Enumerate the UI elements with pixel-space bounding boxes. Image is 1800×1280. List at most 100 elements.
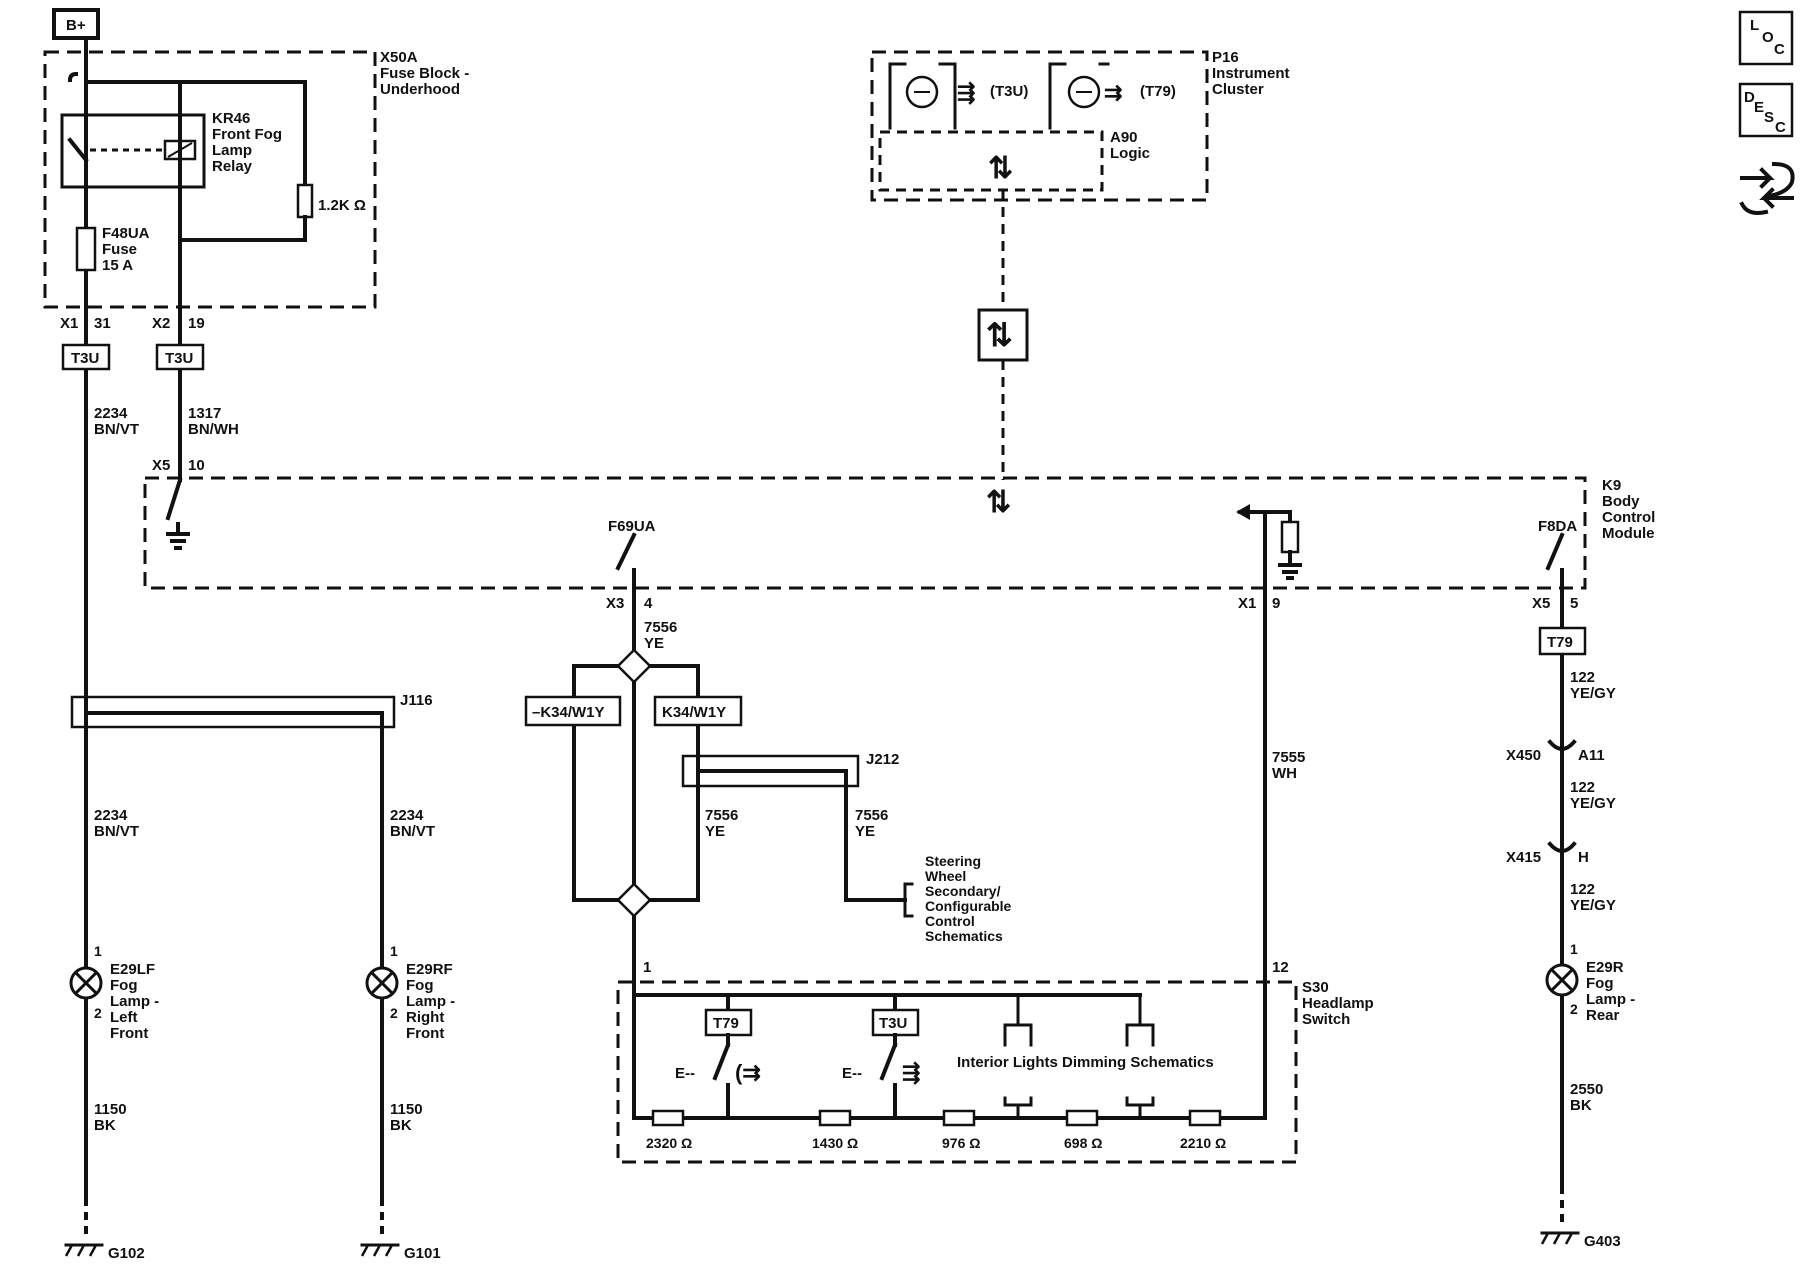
connector-x5-bcm: X5: [1532, 595, 1550, 612]
cluster-option-t79: (T79): [1140, 83, 1176, 100]
lamp-pin: 2: [94, 1005, 102, 1021]
connector-x2: X2: [152, 315, 170, 332]
fog-lamp-rear: 1 2 E29R Fog Lamp - Rear: [1545, 941, 1635, 1024]
wire-number: 1150: [390, 1101, 423, 1118]
wire-color: YE: [644, 635, 664, 652]
ground-g102: G102: [64, 1243, 145, 1262]
reference-steering-wheel-schematics[interactable]: Steering Wheel Secondary/ Configurable C…: [925, 853, 1012, 944]
option-tag-label: –K34/W1Y: [532, 704, 605, 721]
bcm-output-f69ua: F69UA: [608, 518, 656, 535]
connector-x1: X1: [60, 315, 78, 332]
lamp-id: E29R: [1586, 959, 1624, 976]
lamp-name: Lamp -: [1586, 991, 1635, 1008]
splice-j212-label: J212: [866, 751, 899, 768]
wire-number: 122: [1570, 881, 1595, 898]
lamp-id: E29LF: [110, 961, 155, 978]
wire-number: 1150: [94, 1101, 127, 1118]
lamp-name: Right: [406, 1009, 444, 1026]
splice-j212: [681, 754, 860, 788]
switch-pin-12: 12: [1272, 959, 1289, 976]
wire-color: WH: [1272, 765, 1297, 782]
ground-label: G102: [108, 1245, 145, 1262]
wire-color: BK: [94, 1117, 116, 1134]
wire-color: YE/GY: [1570, 685, 1616, 702]
option-tag-label: T3U: [879, 1015, 907, 1032]
lamp-id: E29RF: [406, 961, 453, 978]
ladder-resistor-value: 1430 Ω: [812, 1135, 858, 1151]
bcm-name-2: Control: [1602, 509, 1655, 526]
switch-name-1: Headlamp: [1302, 995, 1374, 1012]
connector-x2-pin: 19: [188, 315, 205, 332]
ladder-resistor-icon: [818, 1109, 852, 1127]
fuse-block-name-2: Underhood: [380, 81, 460, 98]
wire-number: 2550: [1570, 1081, 1603, 1098]
connector-x5: X5: [152, 457, 170, 474]
relay-name-3: Relay: [212, 158, 253, 175]
fuse-block-outline: [43, 50, 377, 309]
wire-color: BN/VT: [94, 421, 139, 438]
fuse-block-id: X50A: [380, 49, 418, 66]
option-split-top-icon: [616, 648, 652, 684]
cluster-outline: [870, 50, 1209, 202]
switch-mechanical-link-icon: E--: [842, 1065, 862, 1082]
connector-x450-pin: A11: [1578, 747, 1605, 764]
option-tag-t3u-1: [61, 343, 111, 371]
connector-x1-pin: 31: [94, 315, 111, 332]
wire-color: BN/VT: [94, 823, 139, 840]
connector-x1-bcm-pin: 9: [1272, 595, 1280, 612]
description-button[interactable]: D E S C: [1738, 82, 1794, 138]
lamp-name: Fog: [110, 977, 138, 994]
b-plus-label: B+: [66, 17, 86, 34]
resistor-value: 1.2K Ω: [318, 197, 366, 214]
relay-kr46: KR46 Front Fog Lamp Relay: [60, 110, 282, 189]
dimming-schematics-link[interactable]: Interior Lights Dimming Schematics: [957, 1054, 1214, 1071]
front-fog-switch-symbol-icon: ⇶: [902, 1060, 920, 1085]
option-tag-neg-k34: [524, 695, 622, 727]
wire-number: 1317: [188, 405, 221, 422]
ground-label: G403: [1584, 1233, 1621, 1250]
logic-name: Logic: [1110, 145, 1150, 162]
rear-fog-lamp-icon: ⇉: [1104, 80, 1122, 105]
switch-name-2: Switch: [1302, 1011, 1350, 1028]
switch-pin-1: 1: [643, 959, 651, 976]
wire-number: 122: [1570, 779, 1595, 796]
pullup-resistor-icon: [1280, 520, 1300, 554]
loc-letter: C: [1774, 41, 1785, 58]
wire-color: BN/WH: [188, 421, 239, 438]
lamp-name: Front: [406, 1025, 444, 1042]
wire-number: 2234: [94, 405, 128, 422]
loc-letter: L: [1750, 17, 1759, 34]
bcm-name-3: Module: [1602, 525, 1655, 542]
connector-x415: X415: [1506, 849, 1541, 866]
wire-number: 2234: [390, 807, 424, 824]
ladder-resistor-value: 2320 Ω: [646, 1135, 692, 1151]
connector-x3-pin: 4: [644, 595, 653, 612]
cluster-indicator-front-fog: ⇶ (T3U): [888, 62, 1028, 130]
desc-letter: C: [1775, 119, 1786, 136]
cluster-name-1: Instrument: [1212, 65, 1290, 82]
ground-g101: G101: [360, 1243, 441, 1262]
option-tag-label: K34/W1Y: [662, 704, 726, 721]
wire-number: 2234: [94, 807, 128, 824]
cluster-id: P16: [1212, 49, 1239, 66]
fuse-label: Fuse: [102, 241, 137, 258]
ladder-resistor-icon: [1188, 1109, 1222, 1127]
connector-x415-pin: H: [1578, 849, 1589, 866]
fuse-rating: 15 A: [102, 257, 133, 274]
fuse-id: F48UA: [102, 225, 150, 242]
ladder-resistor-icon: [1065, 1109, 1099, 1127]
connector-arrows-icon[interactable]: [1739, 161, 1795, 215]
wire-color: YE: [705, 823, 725, 840]
bcm-name-1: Body: [1602, 493, 1640, 510]
cluster-name-2: Cluster: [1212, 81, 1264, 98]
lamp-name: Fog: [406, 977, 434, 994]
lamp-pin: 2: [1570, 1001, 1578, 1017]
bcm-id: K9: [1602, 477, 1621, 494]
option-tag-label: T79: [1547, 634, 1573, 651]
relay-name-2: Lamp: [212, 142, 252, 159]
reference-line: Configurable: [925, 898, 1012, 914]
wire-number: 7556: [705, 807, 738, 824]
serial-data-arrows-icon: ⇅: [986, 317, 1013, 353]
location-button[interactable]: L O C: [1738, 10, 1794, 66]
cluster-option-t3u: (T3U): [990, 83, 1028, 100]
